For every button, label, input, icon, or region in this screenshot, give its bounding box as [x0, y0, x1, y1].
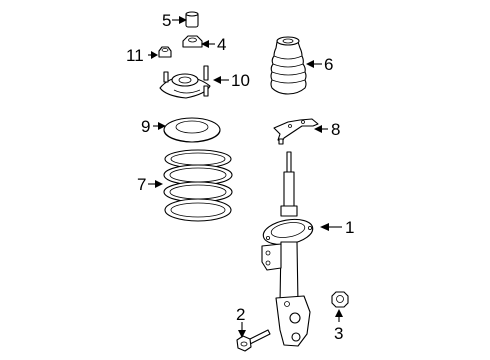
part-7-coil-spring [163, 149, 233, 222]
part-10-upper-mount [159, 65, 211, 99]
callout-10: 10 [231, 71, 250, 90]
part-4-nut [182, 35, 203, 48]
callout-4: 4 [217, 35, 226, 54]
part-1-strut [261, 151, 314, 347]
callout-1: 1 [345, 218, 354, 237]
part-6-dust-boot [270, 36, 307, 95]
callout-7: 7 [137, 175, 146, 194]
callout-labels: 1 2 3 4 5 6 7 8 9 10 11 [126, 11, 354, 343]
part-8-bracket [273, 118, 319, 145]
part-11-nut [158, 46, 172, 58]
part-3-nut [331, 291, 349, 308]
part-2-bolt [236, 329, 271, 352]
callout-5: 5 [162, 11, 171, 30]
callout-9: 9 [141, 117, 150, 136]
callout-2: 2 [236, 305, 245, 324]
callout-3: 3 [334, 324, 343, 343]
part-9-spring-seat [163, 117, 221, 143]
callout-11: 11 [126, 46, 144, 65]
callout-6: 6 [324, 55, 333, 74]
part-5-cap [185, 11, 199, 28]
callout-8: 8 [331, 120, 340, 139]
callout-leaders [148, 16, 343, 338]
